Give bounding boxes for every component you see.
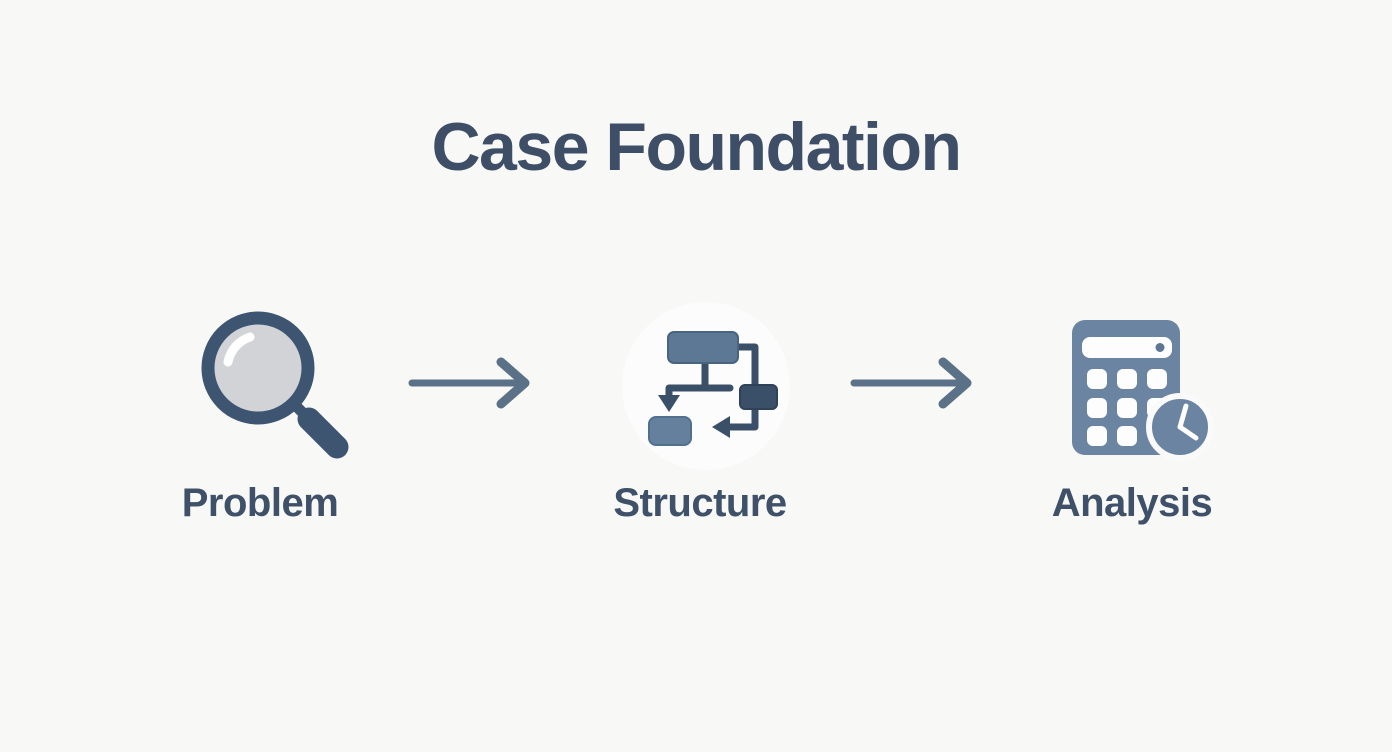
stage-label-problem: Problem (181, 481, 339, 525)
page-title: Case Foundation (431, 109, 962, 185)
arrow-right-icon (850, 357, 972, 409)
magnifier-icon (201, 311, 349, 459)
flowchart-icon (622, 302, 790, 470)
stage-label-structure: Structure (613, 481, 787, 525)
calculator-clock-icon (1072, 320, 1214, 461)
stage-label-analysis: Analysis (1051, 481, 1213, 525)
arrow-right-icon (408, 357, 530, 409)
